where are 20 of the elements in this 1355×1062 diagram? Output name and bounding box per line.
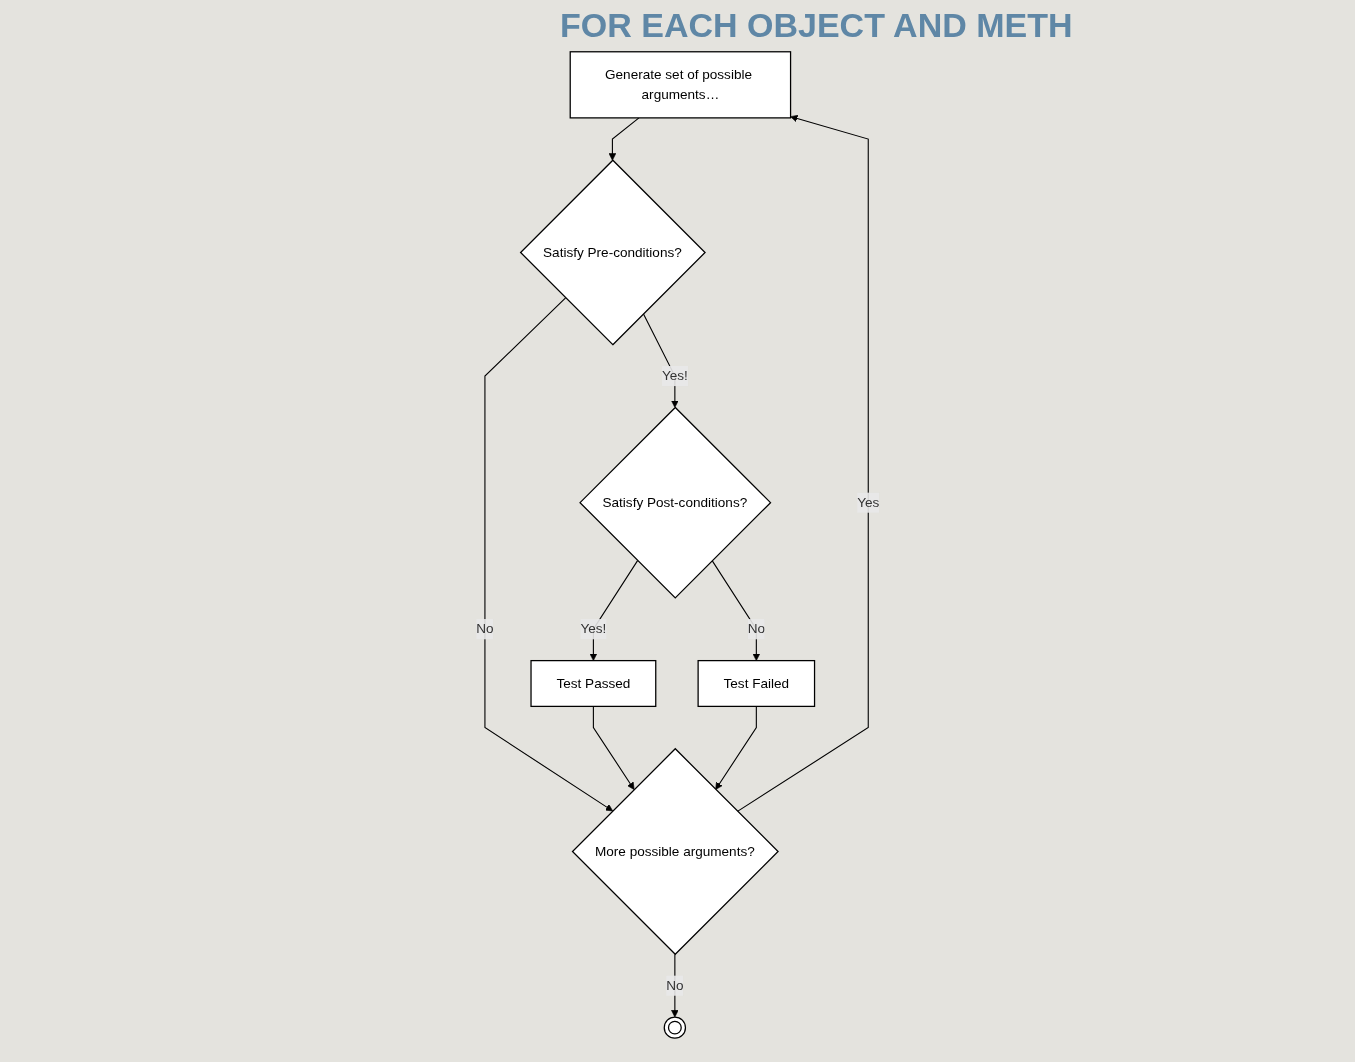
node-diamond: More possible arguments? — [571, 747, 779, 956]
arrow — [715, 705, 757, 790]
edge-label: No — [747, 621, 765, 637]
edge-label: No — [475, 621, 494, 637]
node-diamond: Satisfy Pre-conditions? — [519, 159, 706, 346]
edge-label: Yes — [856, 495, 880, 510]
title: FOR EACH OBJECT AND METH — [560, 6, 1074, 45]
edge-label: No — [665, 978, 684, 993]
arrow — [736, 114, 869, 812]
node-box: Test Failed — [697, 660, 815, 707]
node-box: Generate set of possible arguments… — [569, 51, 791, 119]
arrow — [592, 705, 635, 790]
arrow — [608, 117, 640, 161]
node-diamond: Satisfy Post-conditions? — [578, 406, 772, 599]
edge-label: Yes! — [661, 368, 688, 383]
arrow — [484, 297, 613, 812]
node-circle — [663, 1016, 686, 1039]
arrow — [711, 560, 760, 661]
node-box: Test Passed — [530, 660, 657, 707]
edge-label: Yes! — [580, 621, 607, 637]
